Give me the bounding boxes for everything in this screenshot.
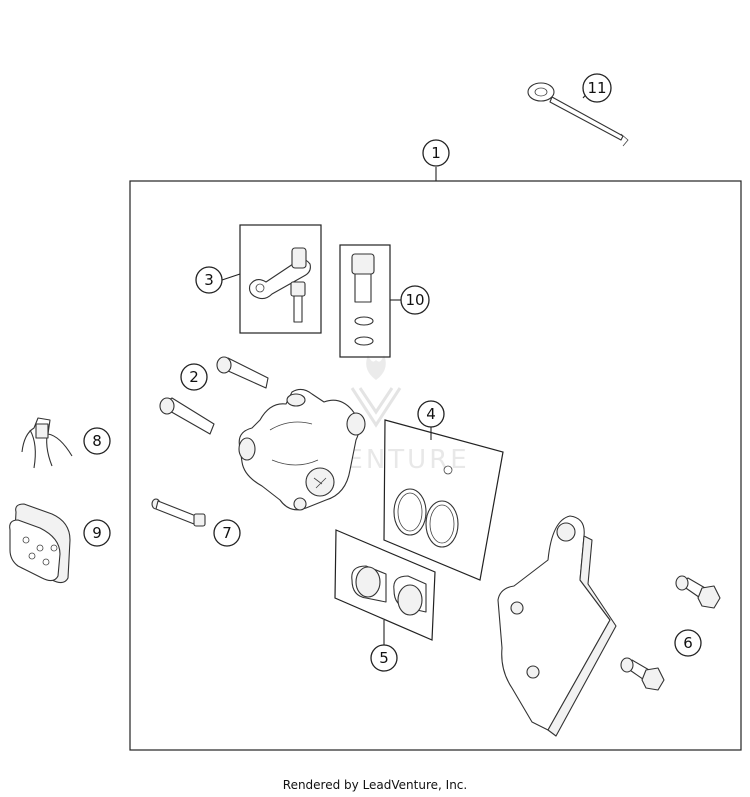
callout-3: 3 (195, 266, 223, 294)
callout-7-label: 7 (222, 524, 232, 542)
part-5-pistons (334, 529, 436, 641)
footer-credit: Rendered by LeadVenture, Inc. (282, 778, 468, 792)
callout-7: 7 (213, 519, 241, 547)
callout-8: 8 (83, 427, 111, 455)
part-11-banjo-line (527, 82, 629, 147)
callout-2-label: 2 (189, 368, 199, 386)
callout-11: 11 (582, 73, 612, 103)
callout-6: 6 (674, 629, 702, 657)
caliper-bracket (497, 515, 617, 737)
callout-1: 1 (422, 139, 450, 167)
part-8-pad-spring (21, 417, 73, 469)
part-4-seals (383, 419, 504, 581)
callout-9: 9 (83, 519, 111, 547)
leader-lines (221, 89, 591, 645)
brake-caliper-body (238, 388, 366, 511)
callout-3-label: 3 (204, 271, 214, 289)
watermark-logo (350, 387, 402, 428)
callout-8-label: 8 (92, 432, 102, 450)
callout-5: 5 (370, 644, 398, 672)
callout-4: 4 (417, 400, 445, 428)
callout-2: 2 (180, 363, 208, 391)
part-6-bracket-bolts (620, 575, 721, 691)
callout-10-label: 10 (405, 291, 424, 309)
callout-11-label: 11 (587, 79, 606, 97)
part-3-bracket-group (239, 224, 322, 334)
callout-6-label: 6 (683, 634, 693, 652)
callout-9-label: 9 (92, 524, 102, 542)
part-7-pad-pin (151, 498, 206, 527)
part-2-caliper-bolts (159, 356, 269, 435)
part-9-brake-pads (9, 503, 71, 584)
part-10-bleeder-group (339, 244, 391, 358)
callout-4-label: 4 (426, 405, 436, 423)
callout-1-label: 1 (431, 144, 441, 162)
callout-10: 10 (400, 285, 430, 315)
callout-5-label: 5 (379, 649, 389, 667)
